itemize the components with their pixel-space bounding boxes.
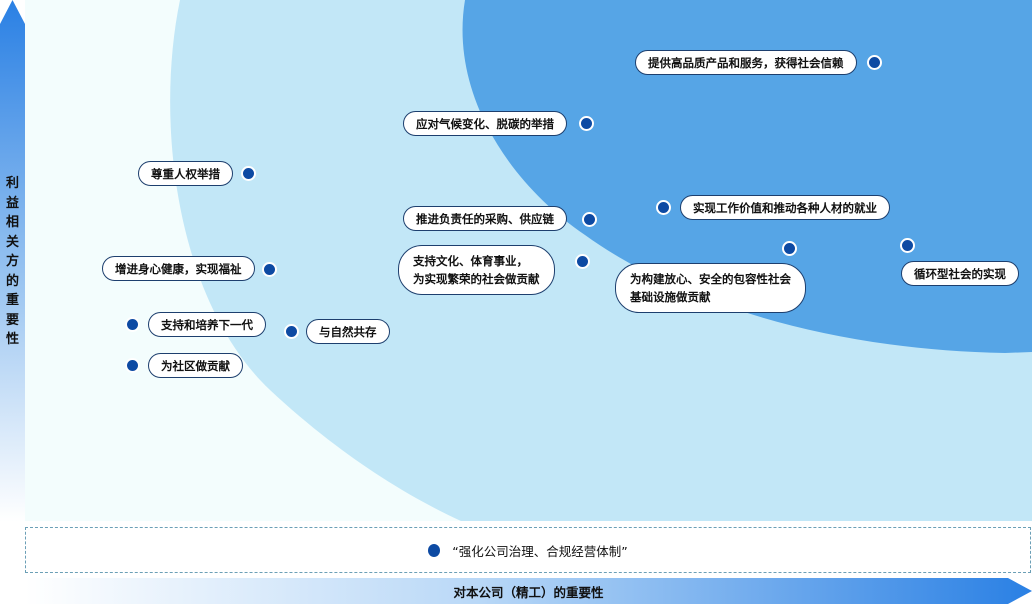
matter-dot [284,324,299,339]
matter-dot [125,358,140,373]
matter-text: 循环型社会的实现 [914,267,1006,281]
y-axis-label: 利 益 相 关 方 的 重 要 性 [0,174,25,350]
matter-text: 提供高品质产品和服务，获得社会信赖 [648,56,844,70]
x-axis-arrow [25,578,1032,604]
matter-label: 提供高品质产品和服务，获得社会信赖 [635,50,857,75]
matter-label: 尊重人权举措 [138,161,233,186]
y-axis-char: 利 [5,176,19,191]
matter-label: 循环型社会的实现 [901,261,1019,286]
y-axis-char: 相 [5,215,19,230]
y-axis-char: 益 [5,195,19,211]
matter-text: 实现工作价值和推动各种人材的就业 [693,201,877,215]
zone-high [462,0,1032,353]
y-axis-char: 关 [5,234,19,250]
matter-text: 为构建放心、安全的包容性社会 [630,272,791,286]
matter-circular: 循环型社会的实现 [901,261,1019,286]
matter-next-gen: 支持和培养下一代 [148,312,266,337]
matter-work-value: 实现工作价值和推动各种人材的就业 [680,195,890,220]
matter-text: 支持和培养下一代 [161,318,253,332]
matter-label: 推进负责任的采购、供应链 [403,206,567,231]
matter-text: 与自然共存 [319,325,377,339]
matter-label: 支持文化、体育事业， 为实现繁荣的社会做贡献 [398,245,555,295]
matter-text: 基础设施做贡献 [630,290,711,304]
y-axis-arrow [0,0,25,522]
matter-culture: 支持文化、体育事业， 为实现繁荣的社会做贡献 [398,245,555,295]
matter-dot [582,212,597,227]
matter-health: 增进身心健康，实现福祉 [102,256,255,281]
matter-dot [575,254,590,269]
matter-dot [656,200,671,215]
matter-label: 应对气候变化、脱碳的举措 [403,111,567,136]
y-axis-char: 性 [5,332,19,347]
matter-text: 应对气候变化、脱碳的举措 [416,117,554,131]
y-axis-char: 要 [5,312,19,328]
matter-text: 支持文化、体育事业， [413,254,528,268]
matter-text: 为实现繁荣的社会做贡献 [413,272,540,286]
matter-climate: 应对气候变化、脱碳的举措 [403,111,567,136]
matter-dot [125,317,140,332]
governance-box: “强化公司治理、合规经营体制” [25,527,1031,573]
matter-dot [241,166,256,181]
matter-text: 推进负责任的采购、供应链 [416,212,554,226]
materiality-plot: 提供高品质产品和服务，获得社会信赖 应对气候变化、脱碳的举措 尊重人权举措 推进… [25,0,1032,521]
governance-text: “强化公司治理、合规经营体制” [452,543,628,559]
matter-label: 支持和培养下一代 [148,312,266,337]
matter-label: 增进身心健康，实现福祉 [102,256,255,281]
x-axis-label: 对本公司（精工）的重要性 [453,584,604,600]
matter-text: 尊重人权举措 [151,167,220,181]
matter-dot [579,116,594,131]
matter-dot [782,241,797,256]
matter-nature: 与自然共存 [306,319,390,344]
y-axis-char: 的 [5,273,19,289]
matter-label: 为社区做贡献 [148,353,243,378]
matter-infrastructure: 为构建放心、安全的包容性社会 基础设施做贡献 [615,263,806,313]
matter-community: 为社区做贡献 [148,353,243,378]
x-axis: 对本公司（精工）的重要性 [25,578,1032,604]
y-axis-char: 重 [5,293,19,308]
matter-label: 为构建放心、安全的包容性社会 基础设施做贡献 [615,263,806,313]
y-axis: 利 益 相 关 方 的 重 要 性 [0,0,25,522]
matter-text: 增进身心健康，实现福祉 [115,262,242,276]
governance-dot [428,543,441,557]
matter-text: 为社区做贡献 [161,359,230,373]
matter-human-rights: 尊重人权举措 [138,161,233,186]
matter-procurement: 推进负责任的采购、供应链 [403,206,567,231]
importance-zones [170,0,1032,521]
matter-label: 与自然共存 [306,319,390,344]
matter-dot [900,238,915,253]
matter-dot [867,55,882,70]
matter-dot [262,262,277,277]
matter-label: 实现工作价值和推动各种人材的就业 [680,195,890,220]
y-axis-char: 方 [5,254,19,269]
matter-quality: 提供高品质产品和服务，获得社会信赖 [635,50,857,75]
